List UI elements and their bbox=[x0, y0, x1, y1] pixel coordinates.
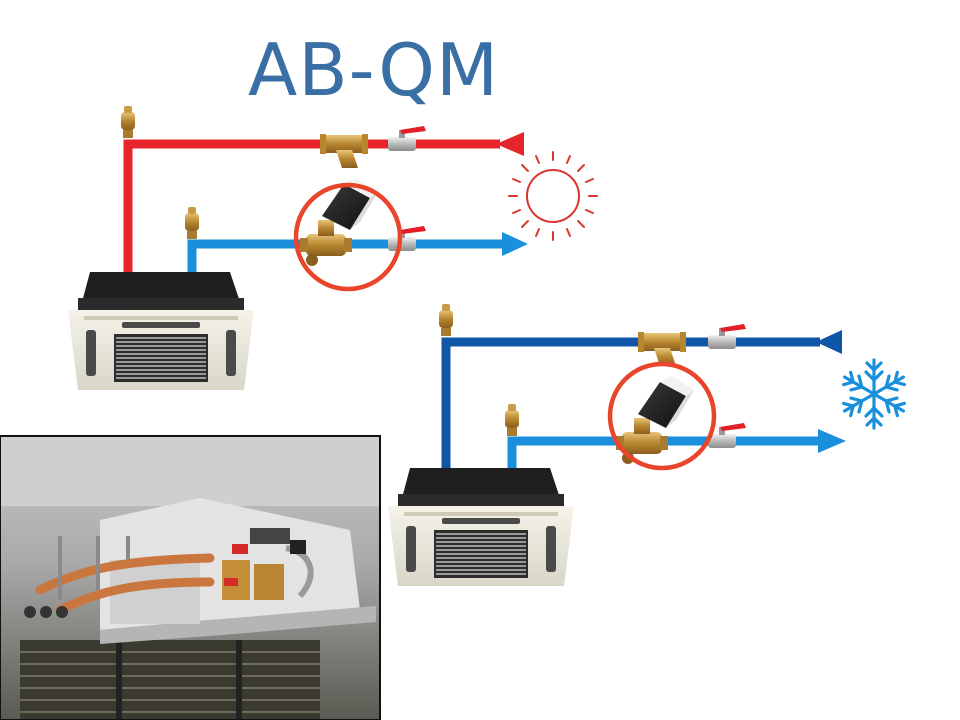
cassette-unit-icon bbox=[67, 271, 255, 391]
valve-highlight-circle bbox=[607, 361, 717, 471]
strainer-icon bbox=[320, 134, 368, 168]
page-title: AB-QM bbox=[248, 28, 500, 112]
cassette-unit-icon bbox=[387, 467, 575, 587]
hot-supply-pipe bbox=[123, 139, 500, 272]
sun-icon bbox=[508, 151, 598, 241]
flow-arrow-in bbox=[496, 132, 524, 156]
heating-circuit bbox=[67, 106, 598, 391]
cooling-circuit bbox=[387, 304, 910, 587]
flow-arrow-out bbox=[502, 232, 528, 256]
flow-arrow-in bbox=[816, 330, 842, 354]
strainer-icon bbox=[638, 332, 686, 366]
air-vent-icon bbox=[185, 207, 199, 239]
air-vent-icon bbox=[439, 304, 453, 336]
installation-photo bbox=[0, 435, 381, 720]
ab-qm-valve-icon bbox=[300, 178, 378, 266]
ab-qm-valve-icon bbox=[616, 376, 694, 464]
flow-arrow-out bbox=[818, 429, 846, 453]
cold-supply-pipe bbox=[441, 337, 820, 470]
valve-highlight-circle bbox=[293, 182, 403, 292]
air-vent-icon bbox=[121, 106, 135, 138]
air-vent-icon bbox=[505, 404, 519, 436]
snowflake-icon bbox=[838, 358, 910, 430]
